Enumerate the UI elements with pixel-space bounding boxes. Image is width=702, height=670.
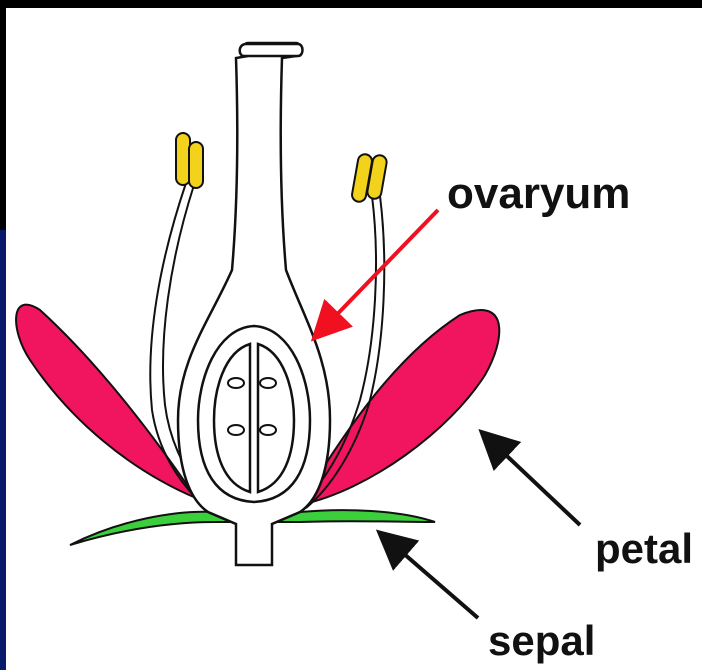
sepal-arrow	[388, 540, 478, 618]
petal-left	[16, 305, 196, 498]
ovary-arrow	[322, 210, 438, 330]
pistil-outline	[178, 43, 330, 565]
petal-label: petal	[595, 528, 693, 570]
ovary-label: ovaryum	[447, 172, 630, 216]
anther-left	[176, 133, 203, 188]
anther-right	[351, 153, 388, 203]
stigma	[240, 44, 303, 56]
petal-arrow	[490, 440, 580, 525]
sepal-label: sepal	[488, 620, 595, 662]
